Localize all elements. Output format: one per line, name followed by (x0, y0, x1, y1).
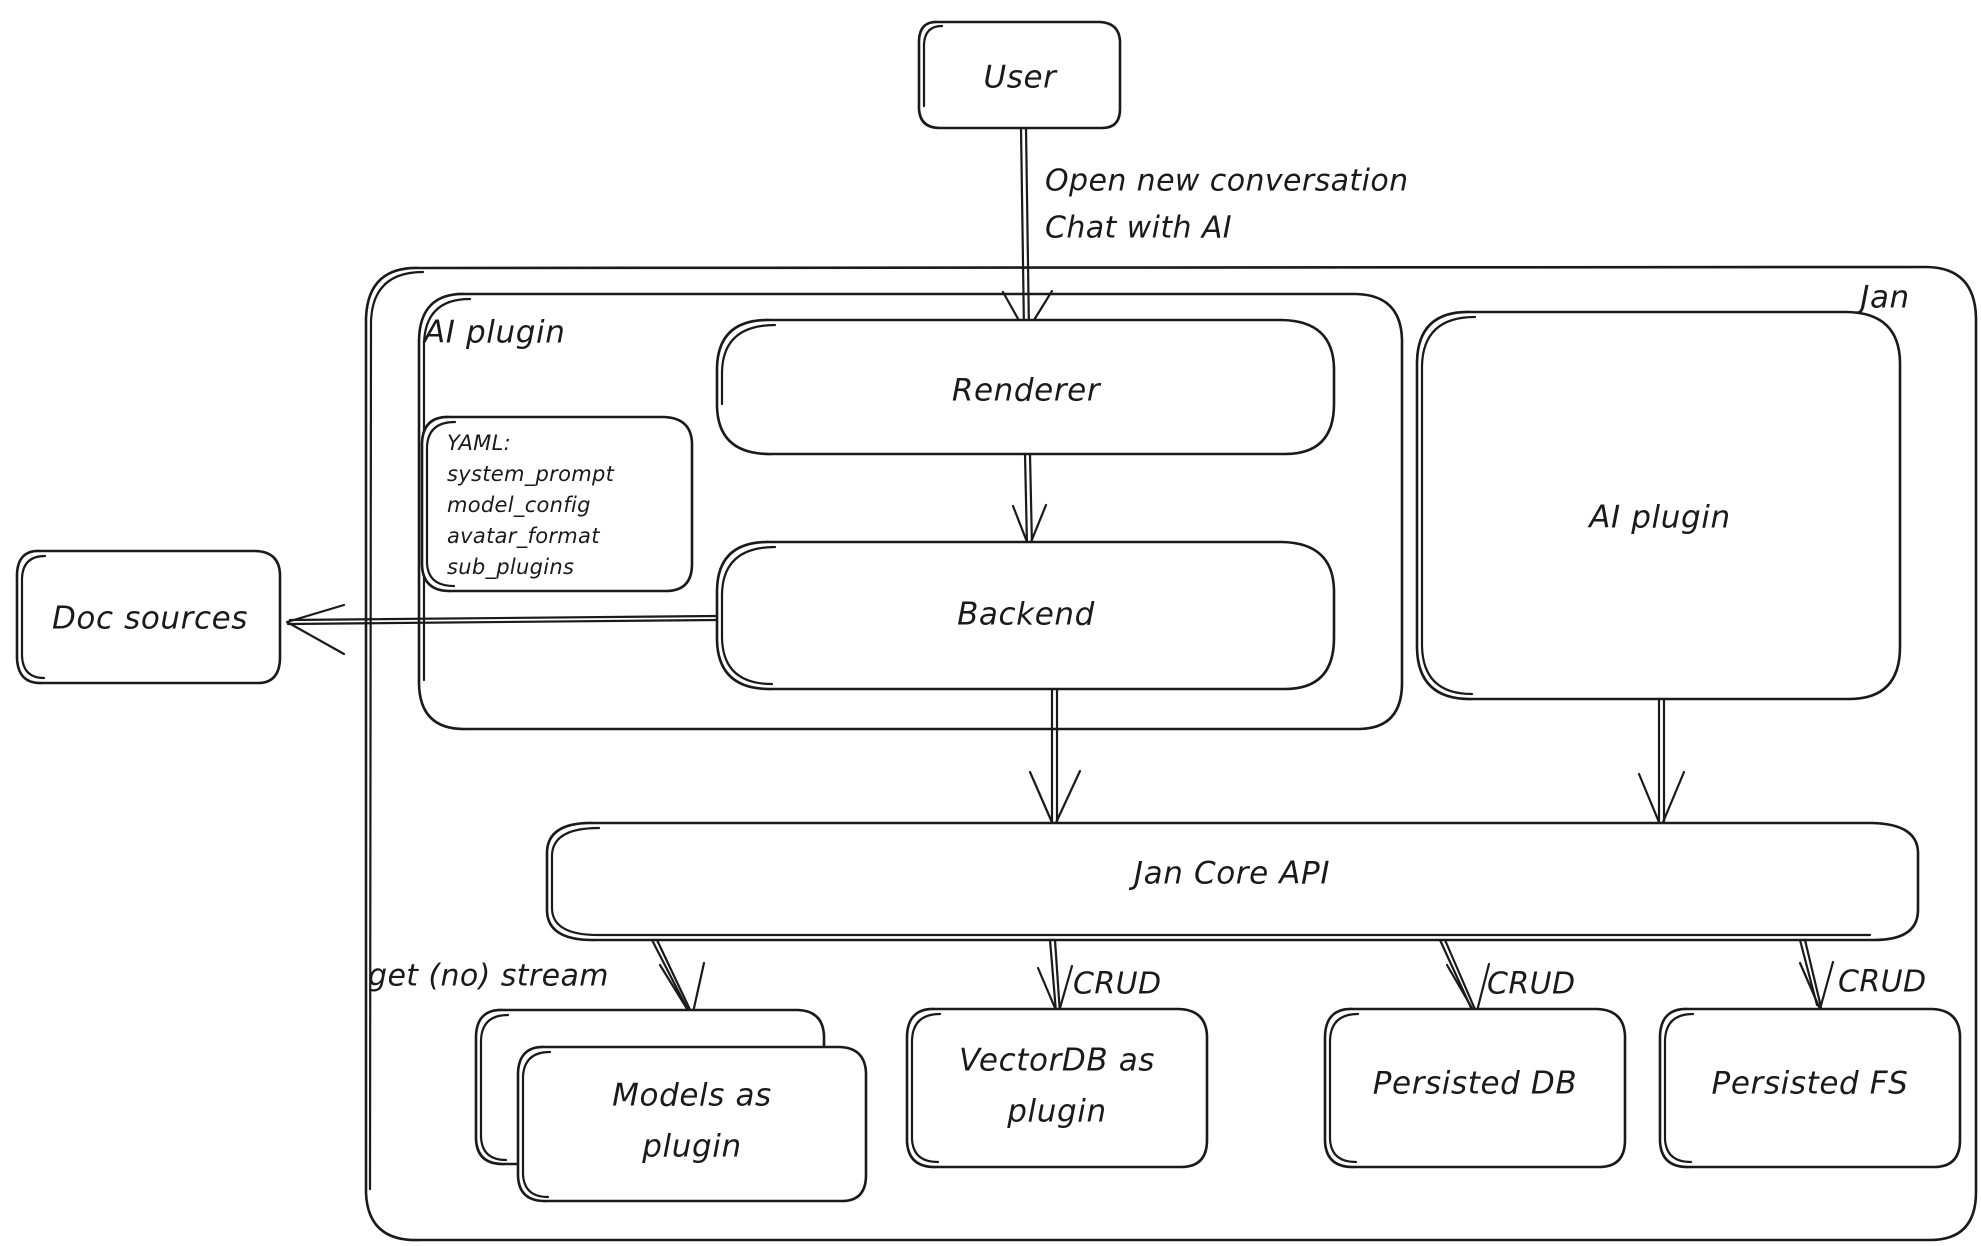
node-ai-plugin-label: AI plugin (1587, 500, 1730, 536)
node-renderer-label: Renderer (952, 373, 1102, 409)
node-models-plugin[interactable]: Models as plugin (474, 1008, 868, 1203)
yaml-key-system-prompt: system_prompt (447, 462, 615, 487)
container-ai-plugin-group-label: AI plugin (422, 315, 565, 351)
node-persisted-fs[interactable]: Persisted FS (1658, 1007, 1962, 1169)
node-persisted-db[interactable]: Persisted DB (1323, 1007, 1627, 1169)
node-models-plugin-label-line1: Models as (612, 1078, 772, 1114)
yaml-key-model-config: model_config (447, 493, 591, 518)
node-renderer[interactable]: Renderer (715, 318, 1336, 456)
node-doc-sources-label: Doc sources (52, 601, 248, 637)
node-backend-label: Backend (957, 597, 1095, 633)
edge-backend-to-doc-sources (285, 603, 719, 656)
edge-user-to-renderer-label-line1: Open new conversation (1045, 164, 1409, 199)
node-vectordb-plugin[interactable]: VectorDB as plugin (905, 1007, 1209, 1169)
yaml-config-box: YAML: system_prompt model_config avatar_… (420, 415, 694, 593)
node-persisted-fs-label: Persisted FS (1712, 1066, 1909, 1102)
node-persisted-db-label: Persisted DB (1373, 1066, 1578, 1102)
container-jan-label: Jan (1854, 280, 1910, 316)
yaml-title: YAML: (447, 431, 511, 455)
node-vectordb-plugin-label-line1: VectorDB as (959, 1043, 1155, 1079)
edge-core-api-to-vectordb-label: CRUD (1073, 967, 1161, 1002)
node-models-plugin-label-line2: plugin (641, 1129, 741, 1165)
node-jan-core-api[interactable]: Jan Core API (545, 821, 1920, 942)
node-user[interactable]: User (917, 20, 1122, 130)
node-ai-plugin[interactable]: AI plugin (1415, 310, 1902, 701)
node-user-label: User (983, 60, 1058, 96)
edge-core-api-to-persisted-fs-label: CRUD (1838, 965, 1926, 1000)
edge-core-api-to-models-label: get (no) stream (368, 959, 609, 994)
yaml-key-avatar-format: avatar_format (447, 524, 600, 549)
node-vectordb-plugin-label-line2: plugin (1006, 1094, 1106, 1130)
edge-user-to-renderer-label-line2: Chat with AI (1045, 211, 1232, 246)
edge-core-api-to-persisted-db-label: CRUD (1487, 967, 1575, 1002)
node-doc-sources[interactable]: Doc sources (15, 549, 282, 685)
node-jan-core-api-label: Jan Core API (1128, 856, 1330, 892)
yaml-key-sub-plugins: sub_plugins (447, 555, 574, 580)
node-backend[interactable]: Backend (715, 540, 1336, 691)
